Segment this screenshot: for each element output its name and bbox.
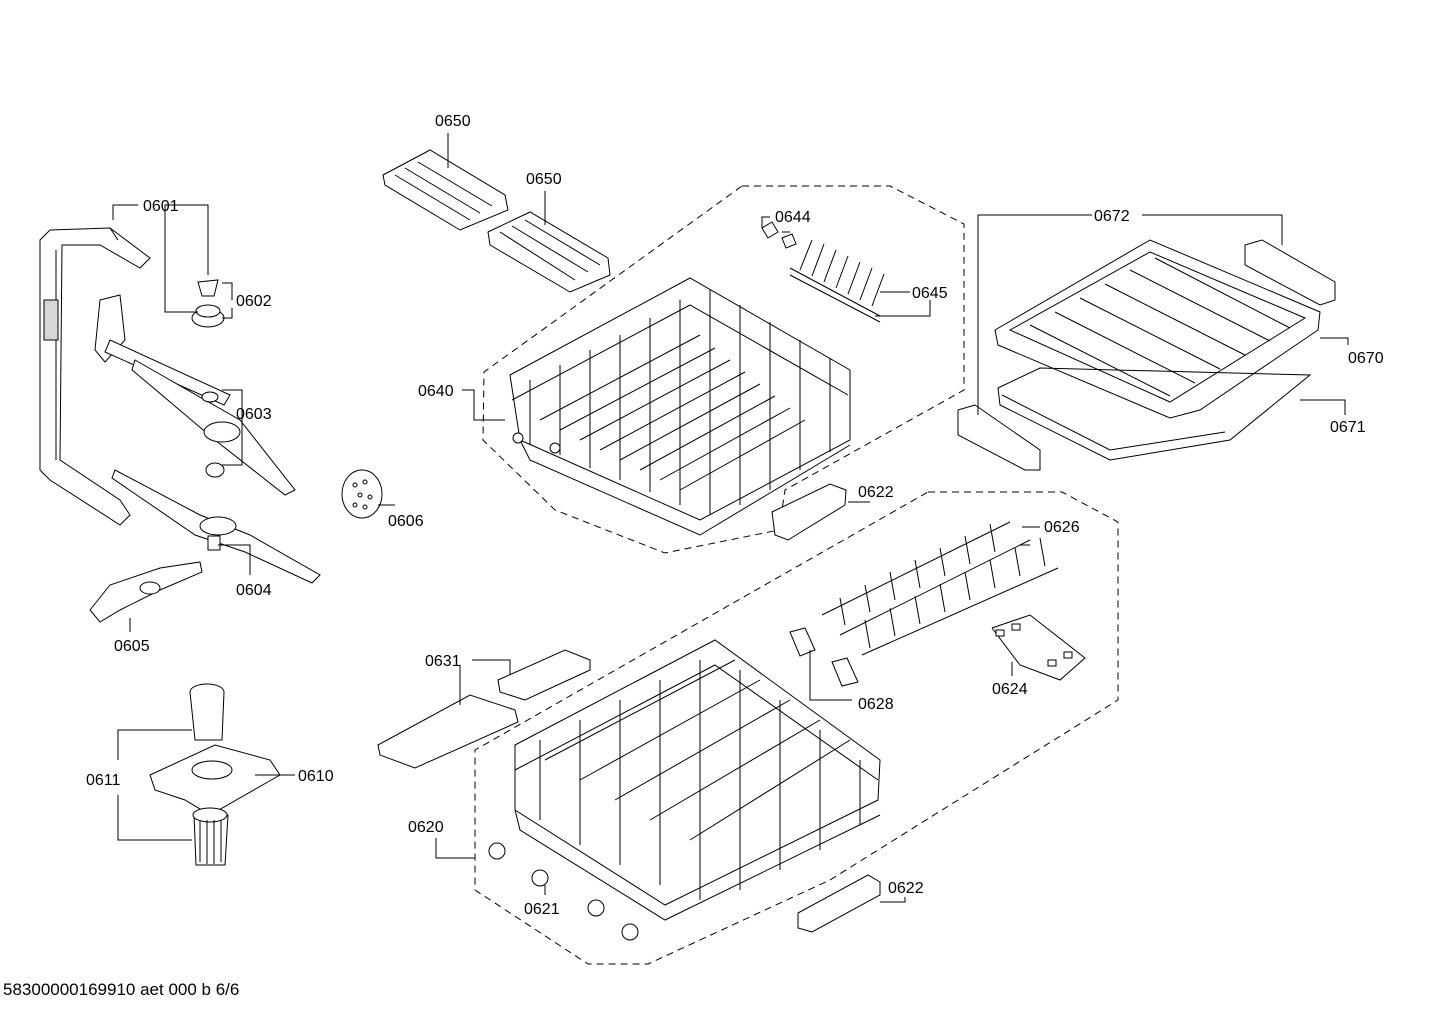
part-0621-wheels[interactable] bbox=[488, 842, 639, 941]
callout-0601[interactable]: 0601 bbox=[143, 198, 179, 215]
leader-lines bbox=[112, 133, 1349, 903]
callout-0671[interactable]: 0671 bbox=[1330, 419, 1366, 436]
part-0671-rail-frame[interactable] bbox=[997, 367, 1312, 461]
part-0622-handle-upper[interactable] bbox=[771, 483, 847, 541]
part-0620-lower-rack[interactable] bbox=[514, 639, 881, 921]
callout-0621[interactable]: 0621 bbox=[524, 901, 560, 918]
part-0644-clips[interactable] bbox=[761, 221, 797, 249]
callout-0610[interactable]: 0610 bbox=[298, 768, 334, 785]
part-0672-end-caps[interactable] bbox=[957, 239, 1336, 471]
callout-0628[interactable]: 0628 bbox=[858, 696, 894, 713]
lower-rack-group-outline bbox=[474, 491, 1119, 965]
part-0650-insert-b[interactable] bbox=[487, 211, 611, 293]
part-0603-upper-spray-arm[interactable] bbox=[94, 294, 296, 496]
part-0604-lower-spray-arm[interactable] bbox=[111, 469, 321, 584]
part-0611-fine-filter[interactable] bbox=[189, 683, 229, 866]
callout-0602[interactable]: 0602 bbox=[236, 293, 272, 310]
callout-0631[interactable]: 0631 bbox=[425, 653, 461, 670]
part-0624-holders[interactable] bbox=[991, 614, 1086, 681]
callout-0670[interactable]: 0670 bbox=[1348, 350, 1384, 367]
callout-0624[interactable]: 0624 bbox=[992, 681, 1028, 698]
callout-0606[interactable]: 0606 bbox=[388, 513, 424, 530]
callout-0640[interactable]: 0640 bbox=[418, 383, 454, 400]
callout-0622-lower[interactable]: 0622 bbox=[888, 880, 924, 897]
callout-0645[interactable]: 0645 bbox=[912, 285, 948, 302]
callout-0604[interactable]: 0604 bbox=[236, 582, 272, 599]
callout-0611[interactable]: 0611 bbox=[86, 772, 121, 789]
part-0622-handle-lower[interactable] bbox=[797, 874, 881, 933]
part-0626-plate-racks[interactable] bbox=[821, 521, 1059, 656]
callout-0605[interactable]: 0605 bbox=[114, 638, 150, 655]
part-0631-insert-a[interactable] bbox=[377, 694, 519, 769]
part-0650-insert-a[interactable] bbox=[382, 149, 509, 231]
part-0602-connector[interactable] bbox=[191, 279, 225, 328]
part-0605-cover[interactable] bbox=[89, 561, 203, 623]
part-0631-insert-b[interactable] bbox=[497, 649, 591, 701]
callout-0650-second[interactable]: 0650 bbox=[526, 171, 562, 188]
callout-0650-first[interactable]: 0650 bbox=[435, 113, 471, 130]
callout-0644[interactable]: 0644 bbox=[775, 209, 811, 226]
callout-labels: 0601 0602 0603 0604 0605 0606 0610 0611 … bbox=[86, 113, 1384, 918]
part-0640-upper-rack[interactable] bbox=[509, 277, 851, 536]
part-0606-sieve[interactable] bbox=[341, 469, 383, 519]
callout-0620[interactable]: 0620 bbox=[408, 819, 444, 836]
callout-0622-upper[interactable]: 0622 bbox=[858, 484, 894, 501]
callout-0603[interactable]: 0603 bbox=[236, 406, 272, 423]
part-0610-filter-plate[interactable] bbox=[149, 744, 281, 816]
part-0601-feed-tube[interactable] bbox=[39, 227, 151, 526]
part-0628-clips[interactable] bbox=[789, 627, 859, 687]
callout-0672[interactable]: 0672 bbox=[1094, 208, 1130, 225]
document-number: 58300000169910 aet 000 b 6/6 bbox=[3, 980, 240, 999]
callout-0626[interactable]: 0626 bbox=[1044, 519, 1080, 536]
part-0645-cup-rack[interactable] bbox=[789, 239, 885, 323]
